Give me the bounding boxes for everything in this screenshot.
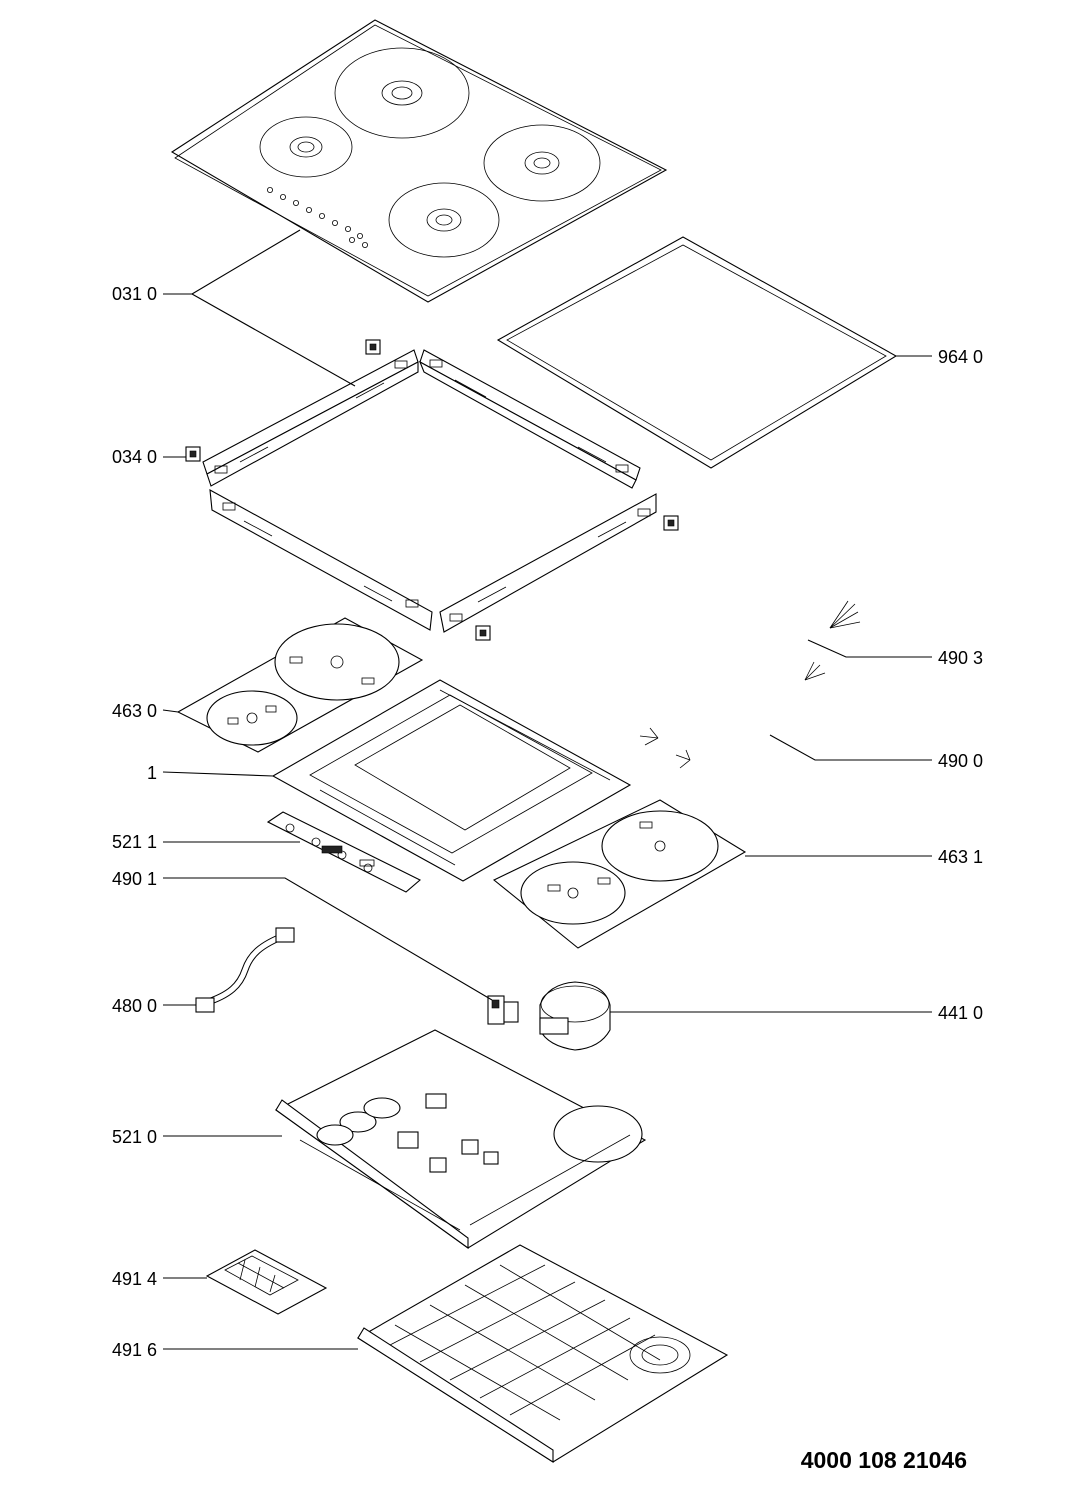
- label-480-0: 480 0: [112, 996, 157, 1016]
- label-964-0: 964 0: [938, 347, 983, 367]
- air-filter: [205, 1249, 328, 1315]
- label-521-1: 521 1: [112, 832, 157, 852]
- label-491-4: 491 4: [112, 1269, 157, 1289]
- label-441-0: 441 0: [938, 1003, 983, 1023]
- label-490-0: 490 0: [938, 751, 983, 771]
- corner-bracket: [185, 339, 679, 641]
- power-cables: [639, 600, 861, 769]
- label-031-0: 031 0: [112, 284, 157, 304]
- power-board: [274, 1029, 647, 1250]
- cooling-fan: [539, 981, 611, 1051]
- support-frame: [271, 679, 632, 882]
- label-491-6: 491 6: [112, 1340, 157, 1360]
- cooktop-glass: [170, 19, 668, 303]
- leader-lines: [162, 229, 932, 1350]
- touch-control-dots: [266, 186, 368, 248]
- heater-plate-right: [492, 799, 747, 949]
- frame-rails: [185, 339, 679, 641]
- label-1: 1: [147, 763, 157, 783]
- cable-clip: [487, 995, 519, 1025]
- label-490-3: 490 3: [938, 648, 983, 668]
- label-463-0: 463 0: [112, 701, 157, 721]
- control-board: [266, 811, 421, 893]
- label-463-1: 463 1: [938, 847, 983, 867]
- document-number: 4000 108 21046: [801, 1447, 967, 1473]
- label-034-0: 034 0: [112, 447, 157, 467]
- label-490-1: 490 1: [112, 869, 157, 889]
- flat-cable: [195, 927, 295, 1013]
- heater-plate-left: [176, 617, 424, 753]
- label-521-0: 521 0: [112, 1127, 157, 1147]
- bottom-case: [356, 1244, 729, 1464]
